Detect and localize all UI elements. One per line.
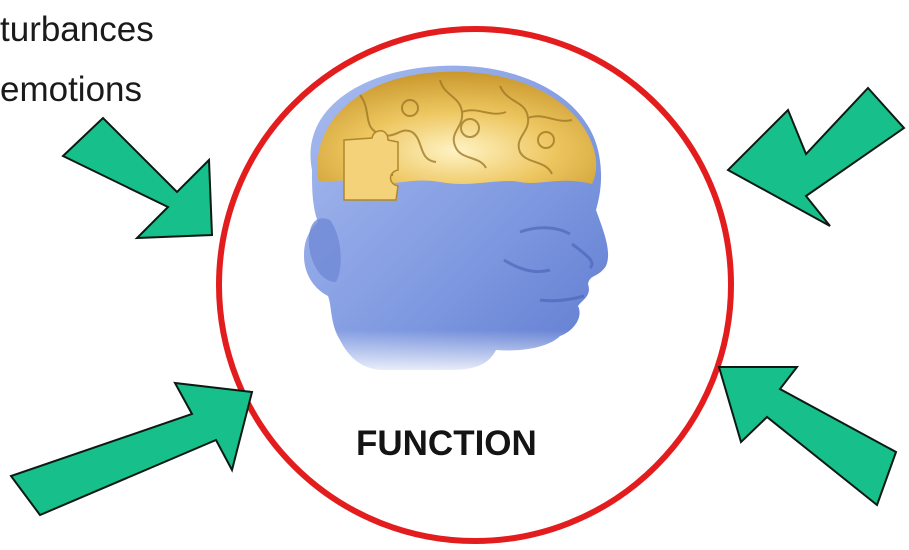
arrow-top-right xyxy=(726,86,906,227)
head-brain-puzzle-image xyxy=(304,65,609,378)
arrow-bottom-right xyxy=(717,366,898,507)
function-circle xyxy=(216,26,734,544)
puzzle-piece xyxy=(343,130,399,201)
face-details xyxy=(503,226,594,303)
caption-line-2: emotions xyxy=(0,70,143,109)
arrow-top-left xyxy=(61,116,214,240)
arrow-bottom-left xyxy=(9,381,254,517)
caption-line-1: turbances xyxy=(0,10,154,49)
function-label: FUNCTION xyxy=(356,424,537,463)
ear-shape xyxy=(308,218,341,282)
